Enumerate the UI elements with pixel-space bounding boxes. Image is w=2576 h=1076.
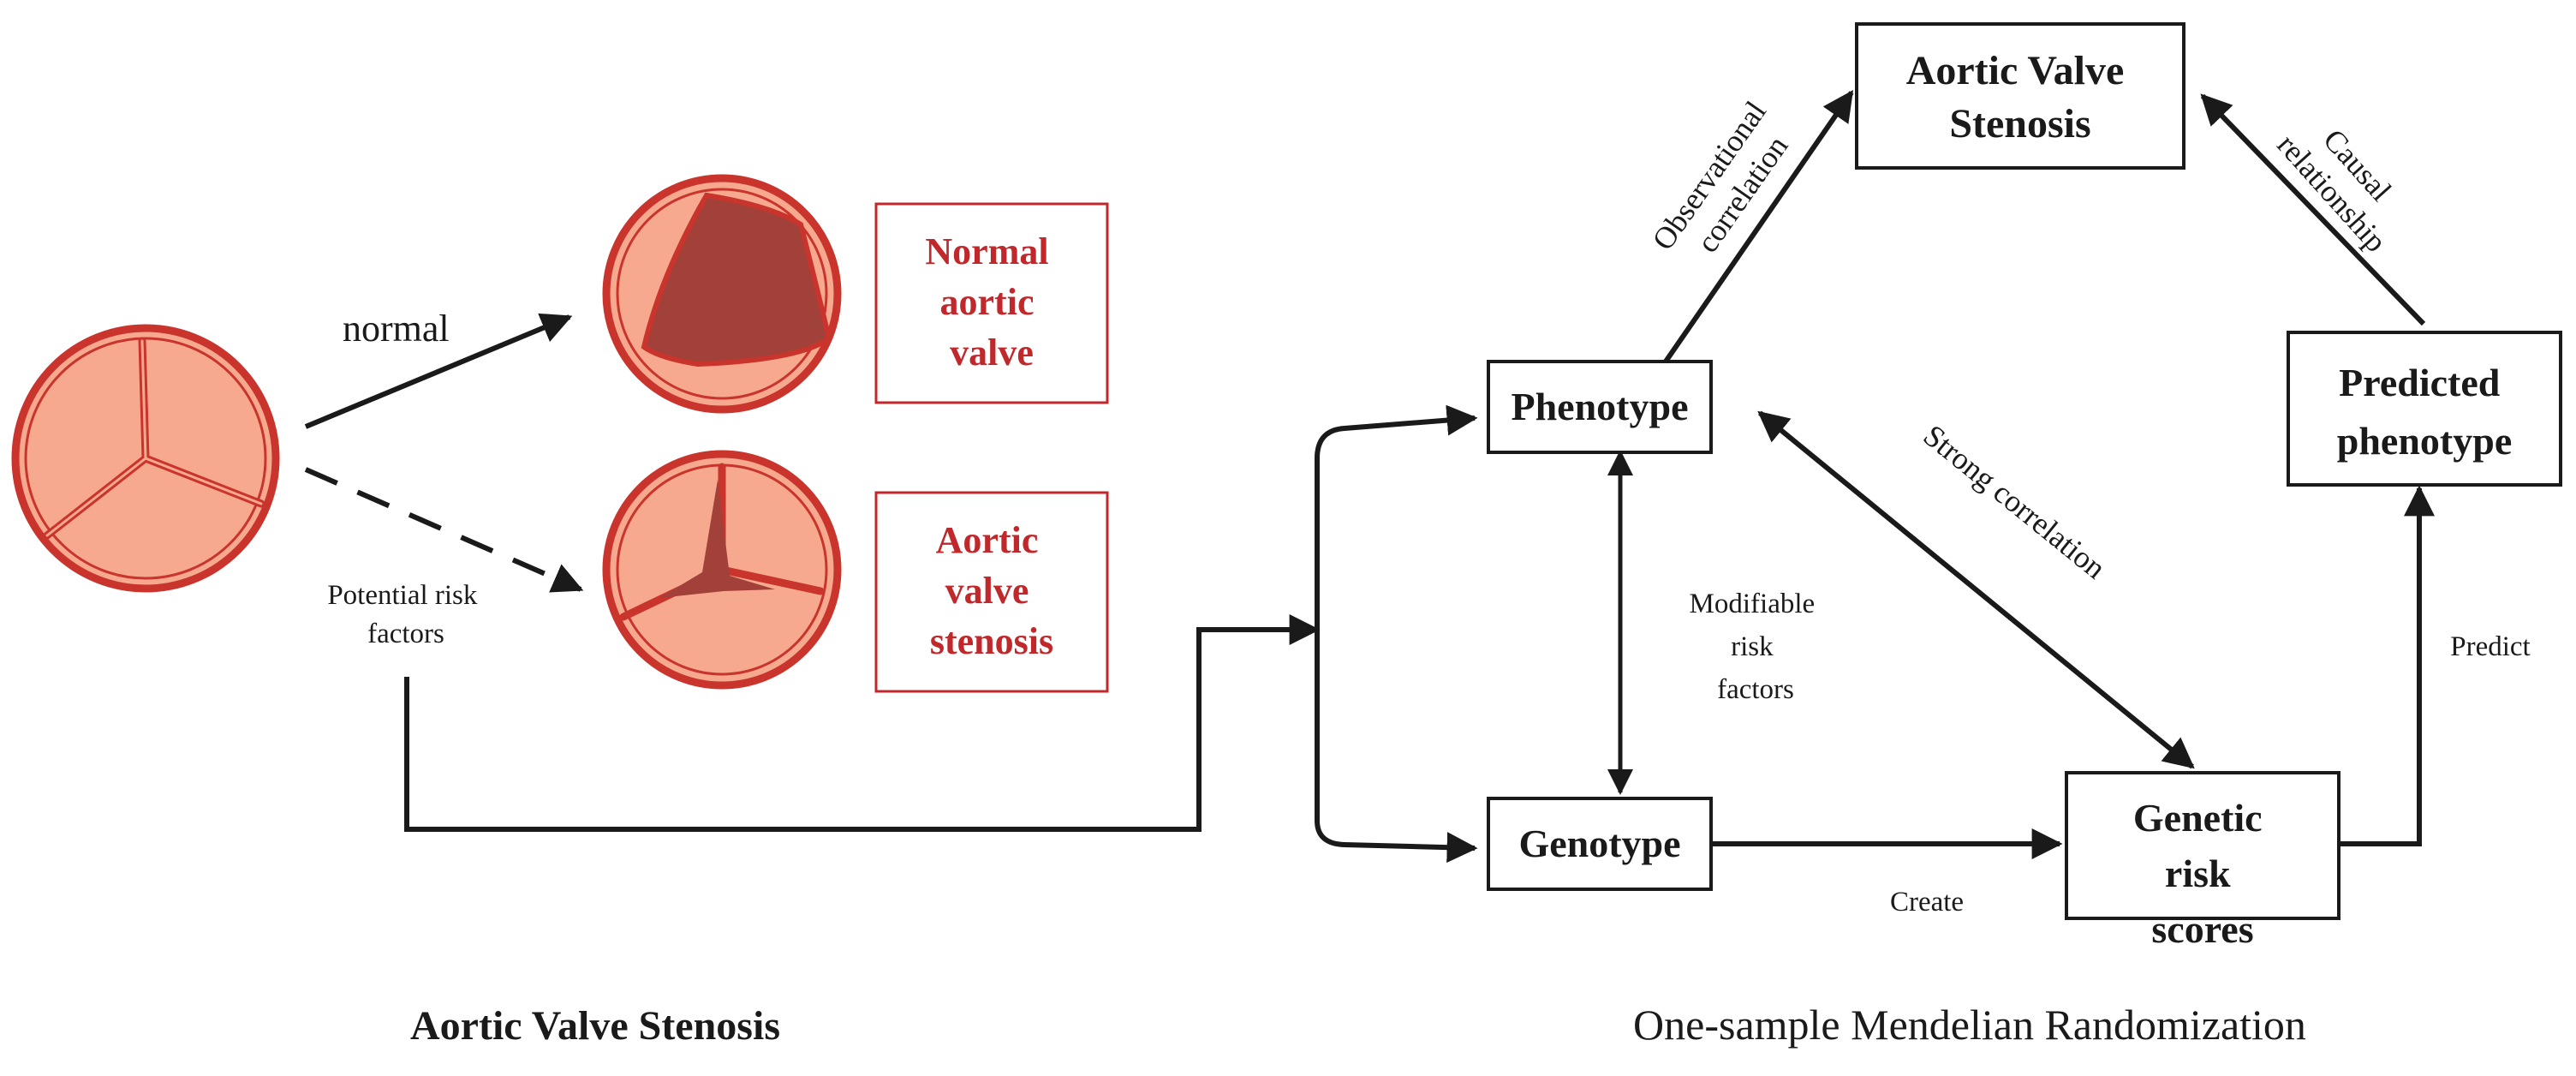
genetic-risk-scores-node: Genetic risk scores xyxy=(2065,771,2340,951)
normal-valve-icon xyxy=(602,174,842,414)
source-valve-icon xyxy=(11,324,280,593)
stenosis-valve-icon xyxy=(602,450,842,690)
risk-arrow xyxy=(304,467,584,593)
svg-text:Genotype: Genotype xyxy=(1518,822,1680,865)
observational-label: Observational correlation xyxy=(1645,88,1808,278)
genotype-node: Genotype xyxy=(1487,797,1713,891)
right-caption: One-sample Mendelian Randomization xyxy=(1633,1001,2306,1049)
strong-correlation-label: Strong correlation xyxy=(1917,418,2113,585)
svg-text:Normal aortic valv: Normal aortic valve xyxy=(925,230,1058,374)
aortic-stenosis-node: Aortic Valve Stenosis xyxy=(1855,22,2185,170)
normal-arrow xyxy=(304,313,573,429)
create-label: Create xyxy=(1890,887,1964,918)
causal-arrow xyxy=(2200,93,2426,326)
normal-valve-box: Normal aortic valve xyxy=(874,202,1109,404)
left-caption: Aortic Valve Stenosis xyxy=(410,1003,780,1049)
svg-text:Aortic valve steno: Aortic valve stenosis xyxy=(930,519,1053,662)
causal-label: Causal relationship xyxy=(2270,102,2421,259)
stenosis-valve-box: Aortic valve stenosis xyxy=(874,491,1109,693)
svg-text:Predicted phenotype: Predicted phenotype xyxy=(2337,361,2512,463)
svg-text:Phenotype: Phenotype xyxy=(1512,385,1689,428)
predict-arrow xyxy=(2340,485,2435,846)
normal-label: normal xyxy=(343,308,450,350)
modifiable-label: Modifiable risk factors xyxy=(1690,589,1822,705)
predict-label: Predict xyxy=(2450,631,2530,662)
observational-arrow xyxy=(1663,90,1854,363)
link-connector xyxy=(404,614,1321,832)
svg-text:Genetic risk score: Genetic risk scores xyxy=(2133,796,2272,951)
svg-text:Aortic Valve Stenosis: Aortic Valve Stenosis xyxy=(1906,48,2135,146)
strong-correlation-arrow xyxy=(1757,410,2195,769)
potential-risk-label: Potential risk factors xyxy=(327,580,484,649)
split-bracket xyxy=(1315,404,1478,864)
phenotype-node: Phenotype xyxy=(1487,360,1713,454)
predicted-phenotype-node: Predicted phenotype xyxy=(2287,331,2562,487)
